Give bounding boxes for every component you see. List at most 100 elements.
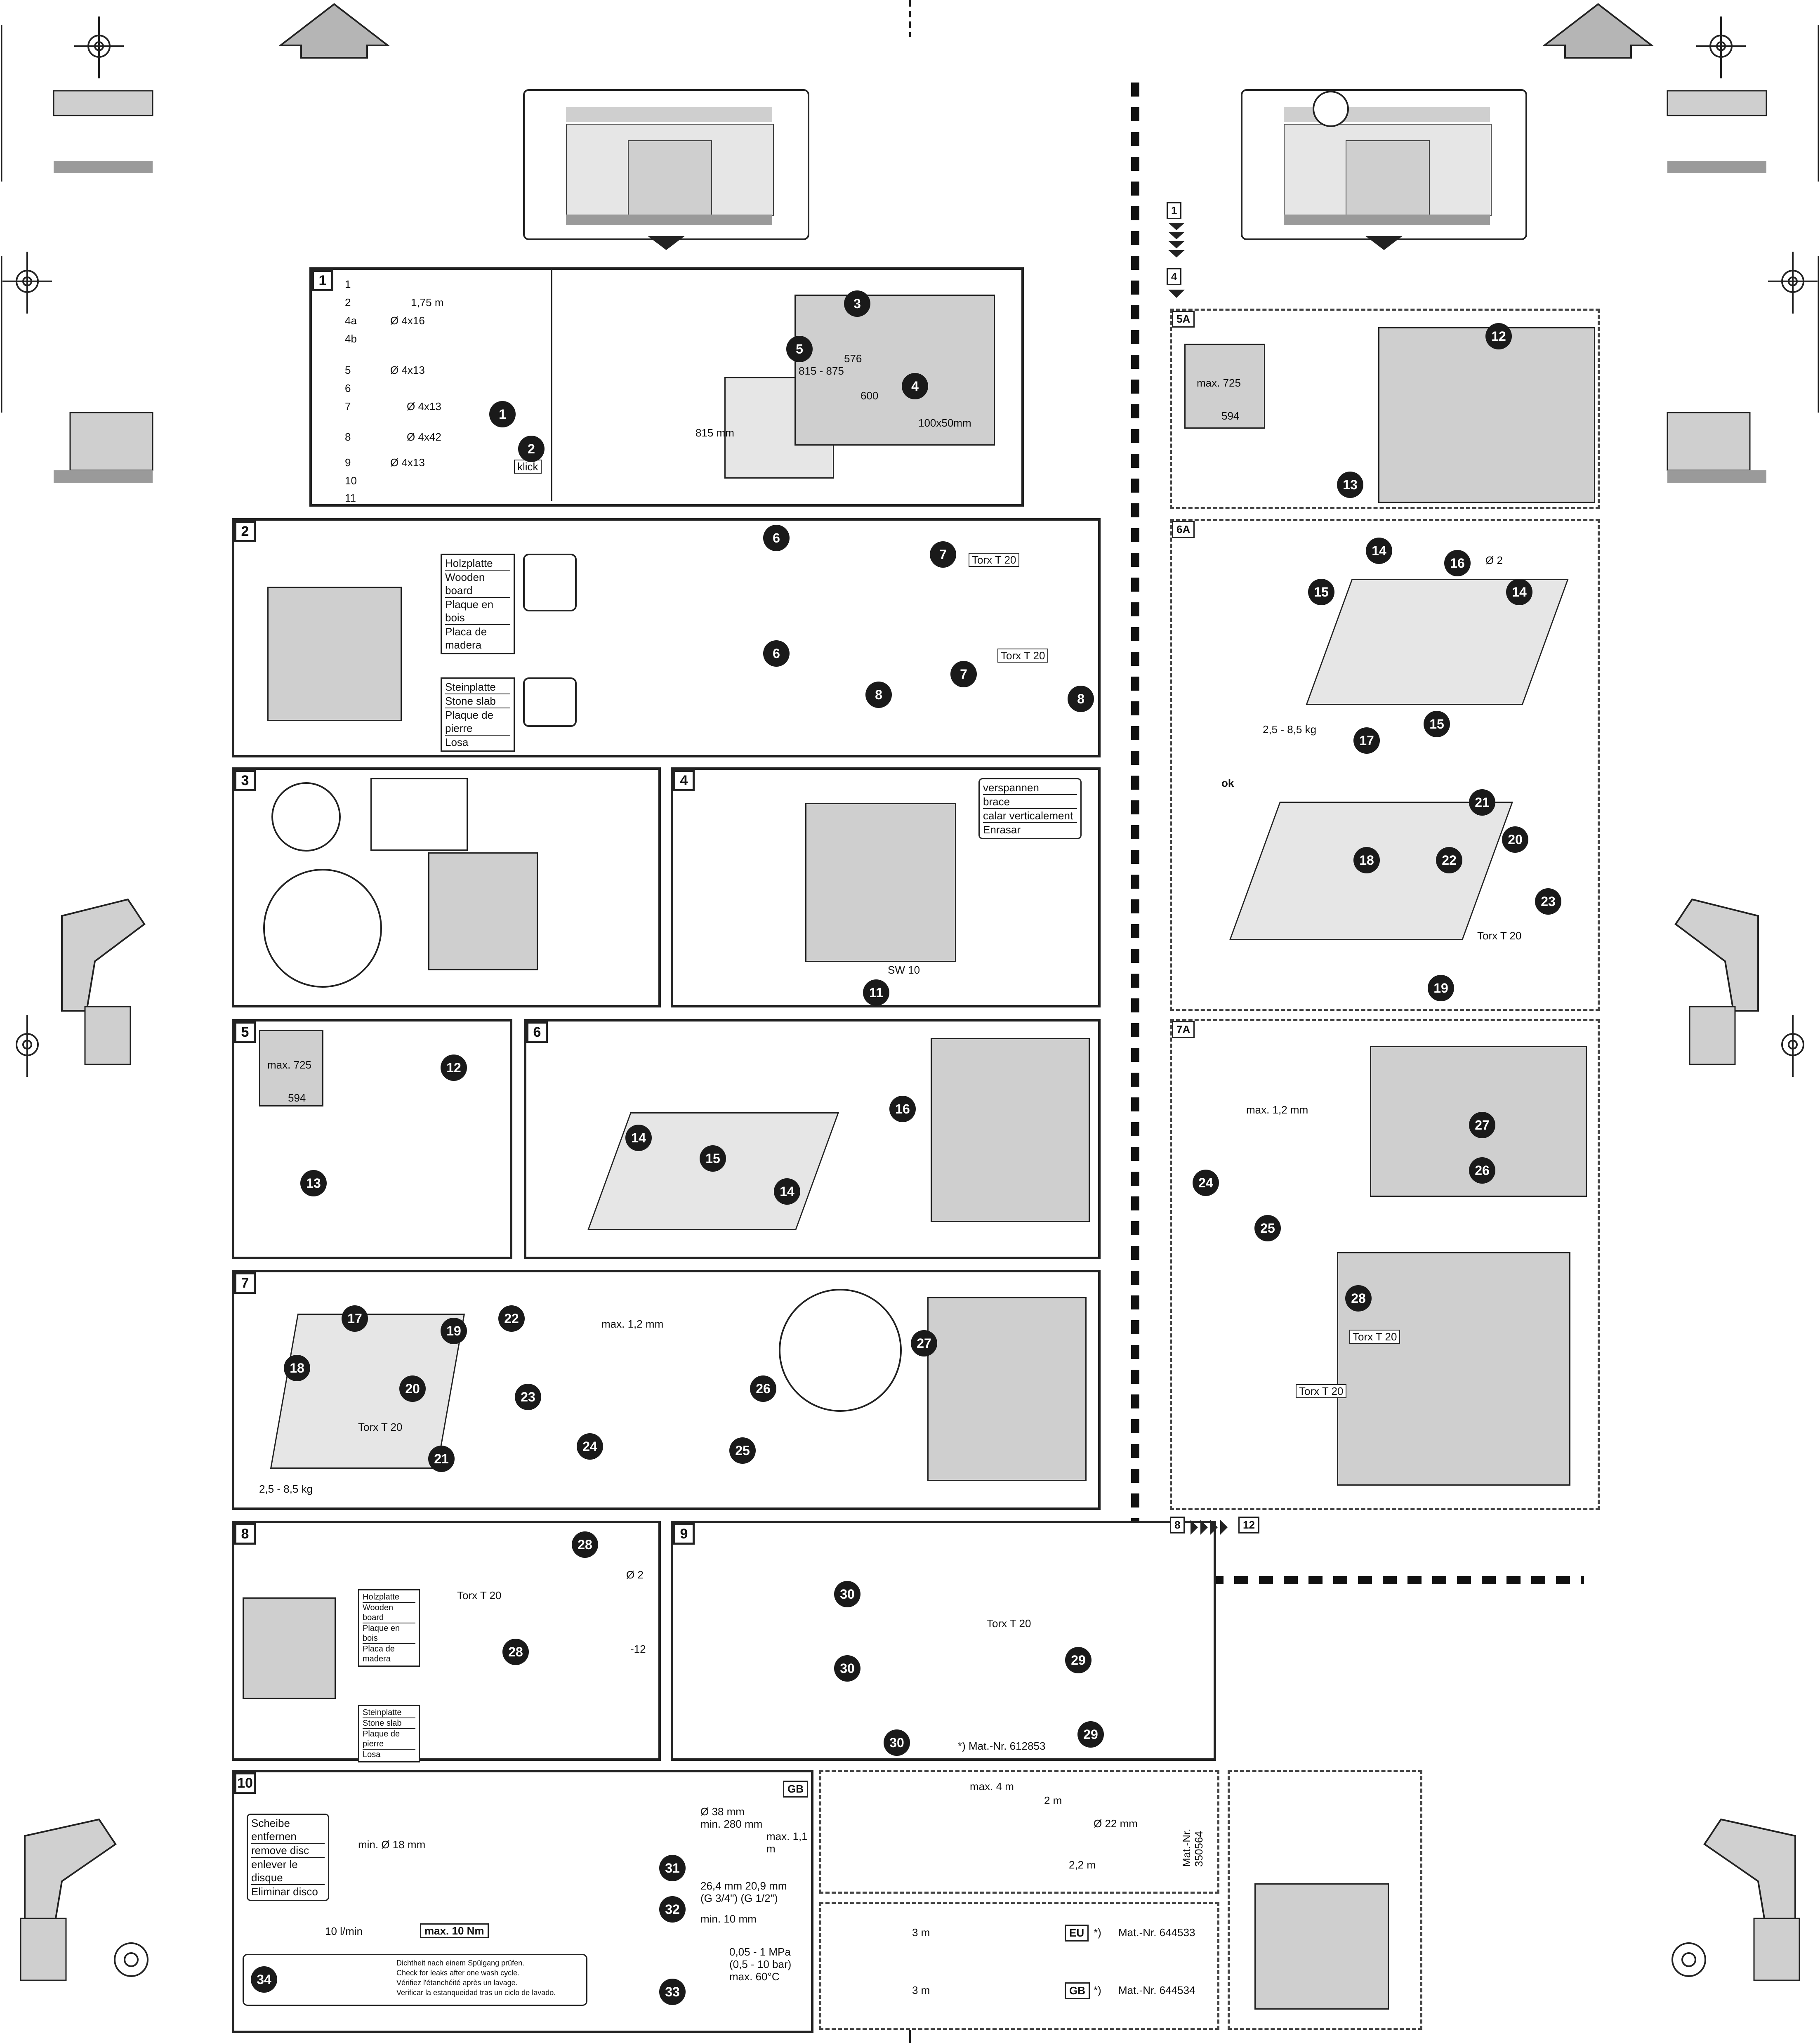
step-7a-panel: 7A max. 1,2 mm Torx T 20 Torx T 20 24 25… <box>1170 1019 1600 1510</box>
gb-key: GB <box>1065 1982 1090 1999</box>
material-number: *) Mat.-Nr. 612853 <box>958 1740 1046 1752</box>
drain-min: min. 280 mm <box>700 1818 763 1830</box>
callout: 8 <box>865 682 892 708</box>
part-label: 8 <box>345 431 351 443</box>
ok-label: ok <box>1221 777 1234 789</box>
torx-label: Torx T 20 <box>1349 1330 1400 1344</box>
length-2: 2 m <box>1044 1794 1062 1807</box>
dishwasher-open <box>927 1297 1087 1481</box>
callout: 33 <box>659 1979 686 2005</box>
screw-size: Ø 4x13 <box>390 456 425 469</box>
callout: 20 <box>399 1375 426 1402</box>
sequence-start: 1 <box>1167 202 1182 219</box>
tree-icon <box>523 554 577 611</box>
step-6a-panel: 6A 2,5 - 8,5 kg ok Ø 2 Torx T 20 14 16 1… <box>1170 519 1600 1011</box>
step-5a-panel: 5A max. 725 594 12 13 <box>1170 309 1600 509</box>
step-number: 1 <box>312 270 333 291</box>
callout: 19 <box>441 1318 467 1344</box>
callout: 14 <box>1506 579 1532 605</box>
part-label: 2 <box>345 296 351 309</box>
callout: 28 <box>1345 1285 1372 1312</box>
range-start: 8 <box>1170 1517 1185 1533</box>
flow-rate: 10 l/min <box>325 1925 363 1937</box>
overview-arrow-right <box>1365 236 1403 250</box>
max-gap: max. 1,2 mm <box>601 1318 664 1330</box>
template-width: 594 <box>1221 410 1240 422</box>
callout: 14 <box>1366 538 1392 564</box>
step-number: 7 <box>234 1272 256 1294</box>
max-length: max. 4 m <box>970 1780 1014 1793</box>
callout: 25 <box>729 1437 756 1464</box>
step-7-panel: 7 2,5 - 8,5 kg Torx T 20 max. 1,2 mm 17 … <box>232 1270 1101 1510</box>
dishwasher-open <box>1337 1252 1570 1486</box>
hose-diameter: min. Ø 18 mm <box>358 1838 426 1851</box>
water-pressure: 0,05 - 1 MPa (0,5 - 10 bar) <box>729 1946 792 1970</box>
dim-width: 576 <box>844 352 862 365</box>
water-temp: max. 60°C <box>729 1970 780 1983</box>
callout: 29 <box>1065 1647 1092 1673</box>
weight-label: 2,5 - 8,5 kg <box>259 1483 313 1495</box>
step-number: 5A <box>1172 311 1195 328</box>
drill-diameter: Ø 2 <box>1485 554 1503 566</box>
template-dim-panel <box>259 1030 323 1106</box>
callout: 17 <box>1353 727 1380 754</box>
sequence-arrows-icon <box>1168 223 1185 257</box>
dim-height: 815 mm <box>695 427 734 439</box>
dim-opening: 100x50mm <box>918 417 971 429</box>
callout: 26 <box>1469 1157 1495 1184</box>
range-arrows-icon <box>1191 1520 1228 1535</box>
screw-size: Ø 4x13 <box>407 400 441 413</box>
part-label: 11 <box>345 492 356 504</box>
callout: 28 <box>502 1639 529 1665</box>
wrench-size: SW 10 <box>888 964 920 976</box>
torx-label: Torx T 20 <box>1296 1384 1347 1398</box>
parts-list: 1 2 1,75 m 4a Ø 4x16 4b 5 Ø 4x13 6 7 Ø 4… <box>345 278 448 504</box>
callout: 26 <box>750 1375 776 1402</box>
dim-range: 815 - 875 <box>799 365 844 377</box>
thread-sizes: 26,4 mm 20,9 mm (G 3/4") (G 1/2") <box>700 1880 787 1904</box>
template-dim-panel <box>1184 344 1265 429</box>
callout: 3 <box>844 290 870 317</box>
overview-kitchen-right <box>1241 89 1527 240</box>
part-label: 1 <box>345 278 351 290</box>
step-number: 9 <box>673 1523 695 1545</box>
part-label: 5 <box>345 364 351 376</box>
dishwasher-illustration <box>428 852 538 970</box>
step-number: 4 <box>673 770 695 791</box>
callout: 17 <box>342 1305 368 1332</box>
cabinet-illustration <box>243 1597 336 1699</box>
screw-size: Ø 4x16 <box>390 314 425 327</box>
offset-label: -12 <box>630 1643 646 1655</box>
range-end: 12 <box>1238 1517 1259 1533</box>
step-number: 7A <box>1172 1021 1195 1038</box>
callout: 22 <box>1436 847 1462 873</box>
part-label: 4a <box>345 314 357 327</box>
callout: 20 <box>1502 826 1528 853</box>
part-label: 4b <box>345 333 357 345</box>
step-number: 8 <box>234 1523 256 1545</box>
callout: 2 <box>518 436 545 462</box>
callout: 11 <box>863 979 889 1006</box>
callout: 18 <box>1353 847 1380 873</box>
callout: 23 <box>515 1384 541 1410</box>
length-22: 2,2 m <box>1069 1859 1096 1871</box>
callout: 15 <box>1308 579 1334 605</box>
callout: 25 <box>1254 1215 1281 1241</box>
leak-check-panel: Dichtheit nach einem Spülgang prüfen. Ch… <box>243 1954 587 2006</box>
callout: 13 <box>1337 472 1363 498</box>
gb-key: GB <box>783 1781 808 1798</box>
leak-text: Dichtheit nach einem Spülgang prüfen. <box>396 1959 525 1967</box>
callout: 8 <box>1068 686 1094 712</box>
step-9-panel: 9 Torx T 20 *) Mat.-Nr. 612853 30 30 30 … <box>671 1521 1216 1761</box>
callout: 7 <box>930 541 956 568</box>
callout: 14 <box>774 1178 800 1205</box>
click-label: klick <box>514 460 542 474</box>
bricks-icon <box>523 677 577 727</box>
leak-text: Verificar la estanqueidad tras un ciclo … <box>396 1989 556 1997</box>
max-height: max. 725 <box>267 1059 311 1071</box>
